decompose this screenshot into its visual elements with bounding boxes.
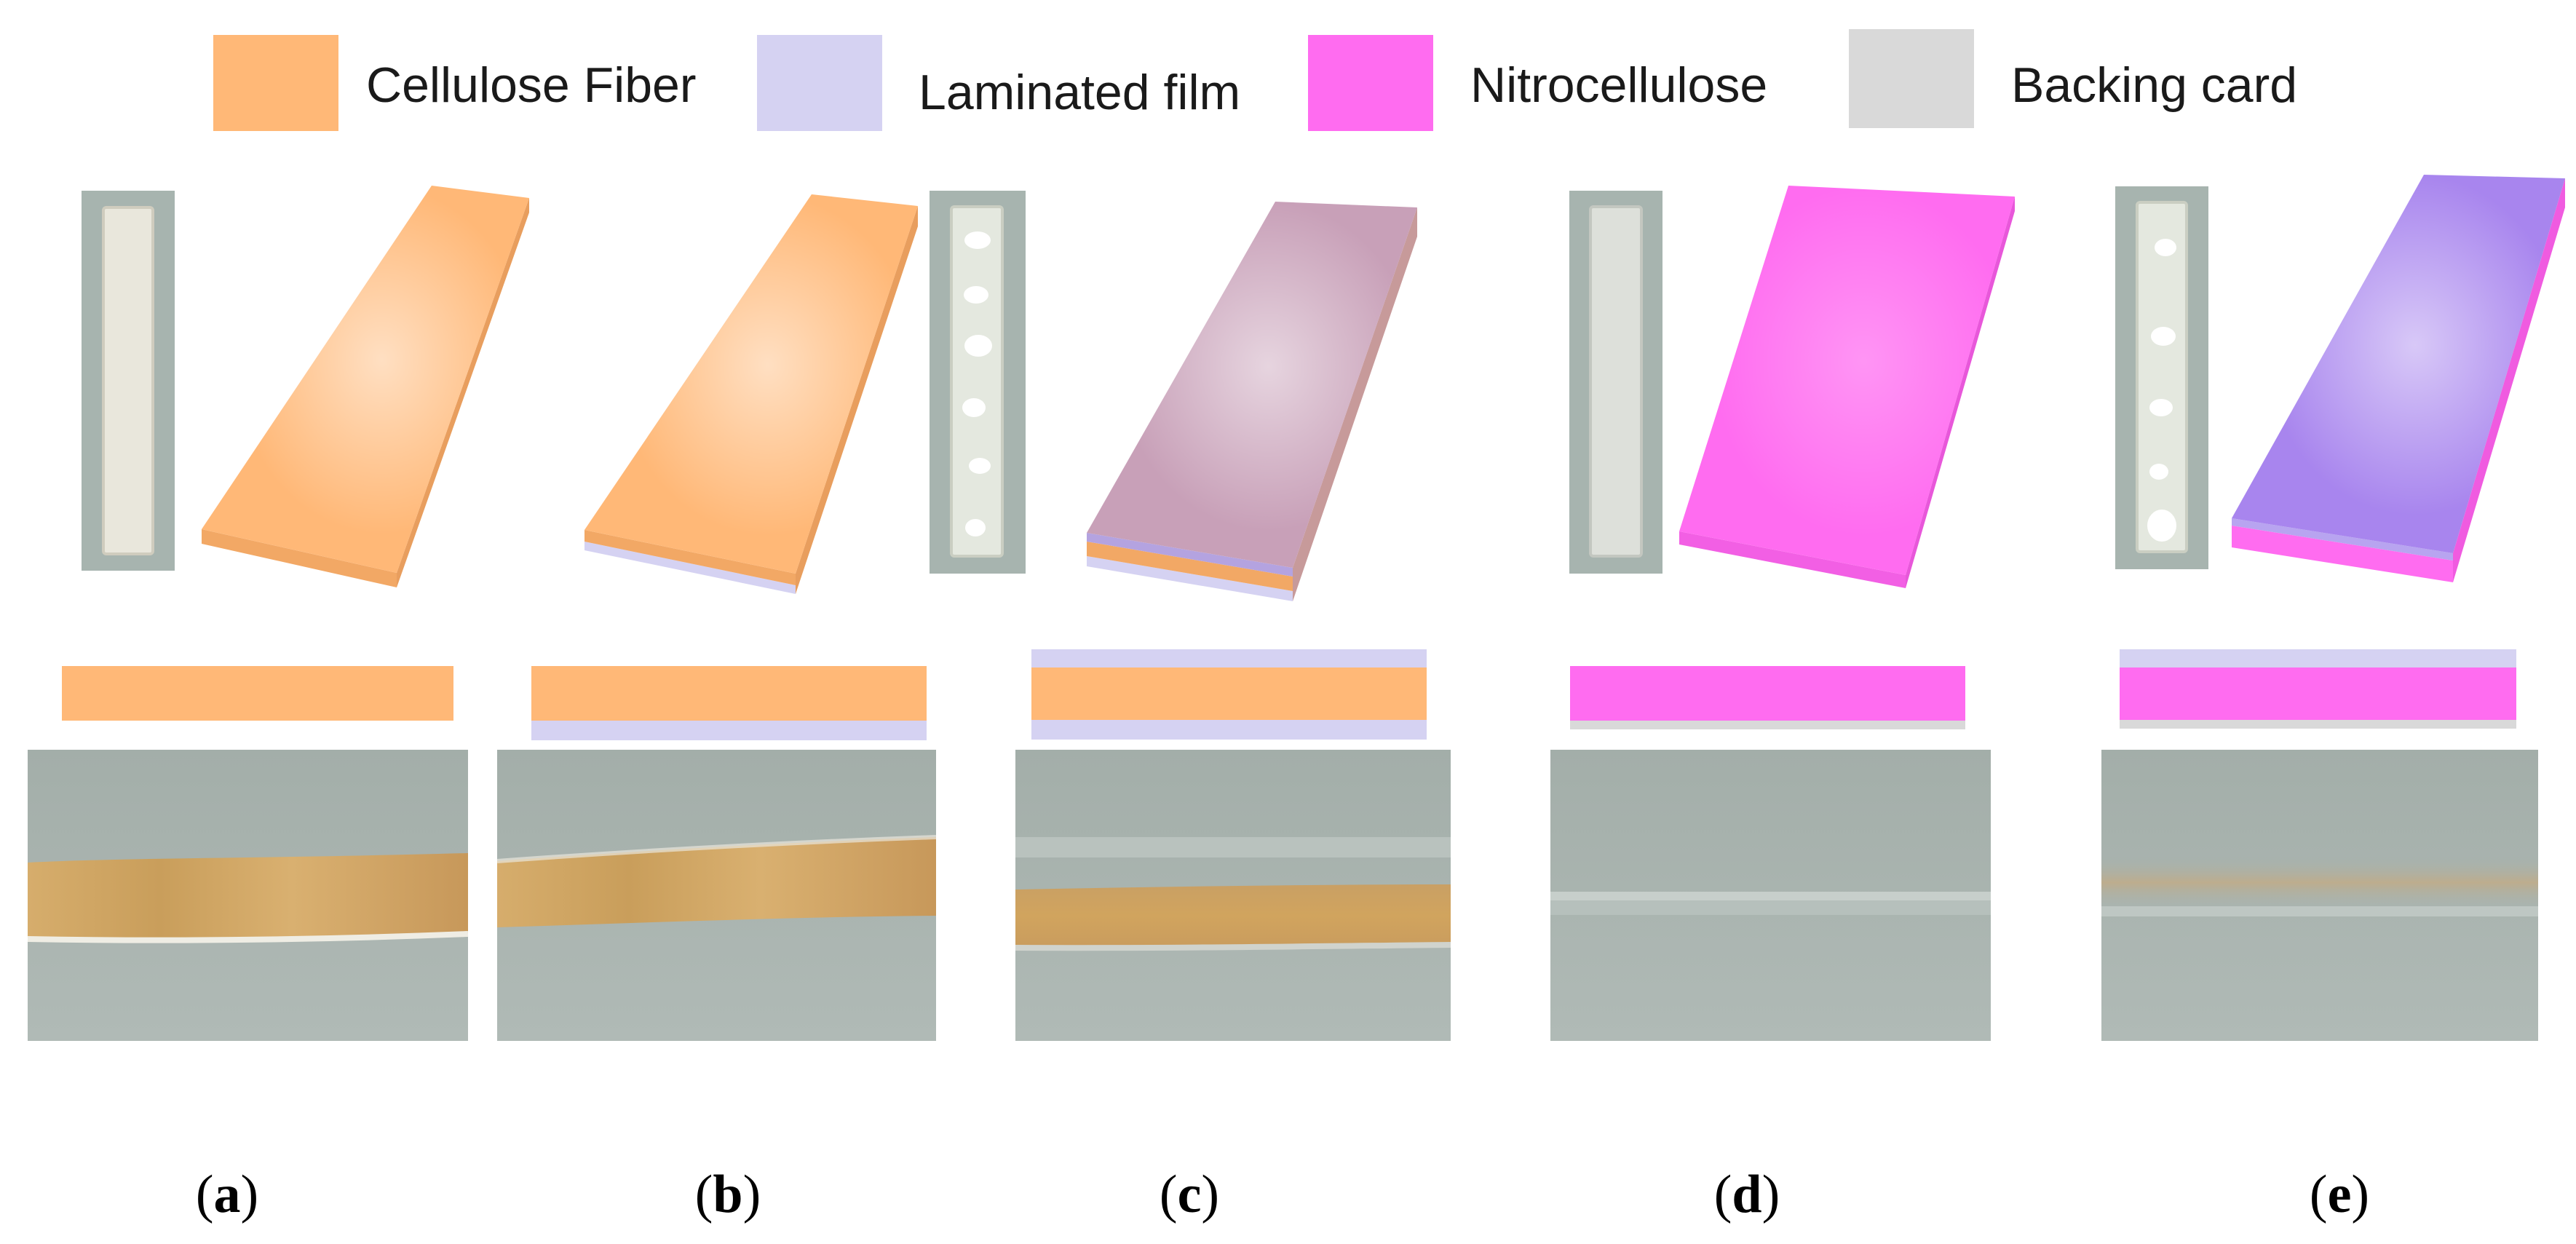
strip-3d-a — [202, 186, 529, 587]
strip-3d-b — [584, 194, 918, 594]
legend-label-cellulose-fiber: Cellulose Fiber — [366, 58, 697, 113]
cross-section-b — [531, 666, 927, 740]
cross-section-e — [2120, 649, 2516, 729]
cross-section-c — [1031, 649, 1427, 740]
strip-photo-c — [930, 191, 1026, 574]
legend-swatch-nitrocellulose — [1308, 35, 1433, 131]
legend-item-laminated-film: Laminated film — [757, 35, 1240, 131]
panel-d: (d) — [1550, 186, 2015, 1224]
panel-a: (a) — [27, 186, 529, 1224]
layer-cellulose-a — [62, 666, 453, 721]
legend-item-cellulose-fiber: Cellulose Fiber — [213, 35, 697, 131]
panel-label-a: (a) — [196, 1165, 258, 1224]
layer-cellulose-c — [1031, 667, 1427, 720]
stain-photo-a — [27, 750, 469, 1041]
layer-film-top-c — [1031, 649, 1427, 667]
strip-3d-c — [1087, 202, 1417, 601]
panel-label-c: (c) — [1160, 1165, 1219, 1224]
strip-photo-d — [1569, 191, 1662, 574]
legend-swatch-laminated-film — [757, 35, 882, 131]
legend: Cellulose Fiber Laminated film Nitrocell… — [213, 29, 2297, 131]
legend-swatch-cellulose-fiber — [213, 35, 338, 131]
legend-label-backing-card: Backing card — [2011, 58, 2297, 113]
panel-label-d: (d) — [1714, 1165, 1780, 1224]
panel-b: (b) — [496, 194, 937, 1224]
strip-photo-e — [2115, 186, 2208, 569]
panel-e: (e) — [2101, 175, 2565, 1224]
strip-photo-a — [82, 191, 175, 571]
strip-3d-d — [1679, 186, 2015, 588]
layer-backing-e — [2120, 720, 2516, 729]
legend-item-backing-card: Backing card — [1849, 29, 2297, 128]
cross-section-a — [62, 666, 453, 721]
layer-cellulose-b — [531, 666, 927, 721]
legend-label-laminated-film: Laminated film — [919, 65, 1240, 120]
legend-swatch-backing-card — [1849, 29, 1974, 128]
panel-label-e: (e) — [2310, 1165, 2369, 1224]
cross-section-d — [1570, 666, 1965, 729]
stain-photo-b — [496, 750, 937, 1041]
layer-film-bottom-c — [1031, 720, 1427, 740]
legend-item-nitrocellulose: Nitrocellulose — [1308, 35, 1767, 131]
legend-label-nitrocellulose: Nitrocellulose — [1470, 58, 1767, 113]
stain-photo-d — [1550, 750, 1991, 1041]
layer-film-bottom-b — [531, 721, 927, 740]
panel-c: (c) — [930, 191, 1451, 1224]
layer-backing-d — [1570, 721, 1965, 729]
stain-photo-e — [2101, 750, 2538, 1041]
stain-photo-c — [1015, 750, 1451, 1041]
panel-label-b: (b) — [695, 1165, 761, 1224]
layer-nitrocellulose-e — [2120, 667, 2516, 720]
strip-3d-e — [2232, 175, 2565, 582]
layer-film-top-e — [2120, 649, 2516, 667]
layer-nitrocellulose-d — [1570, 666, 1965, 721]
